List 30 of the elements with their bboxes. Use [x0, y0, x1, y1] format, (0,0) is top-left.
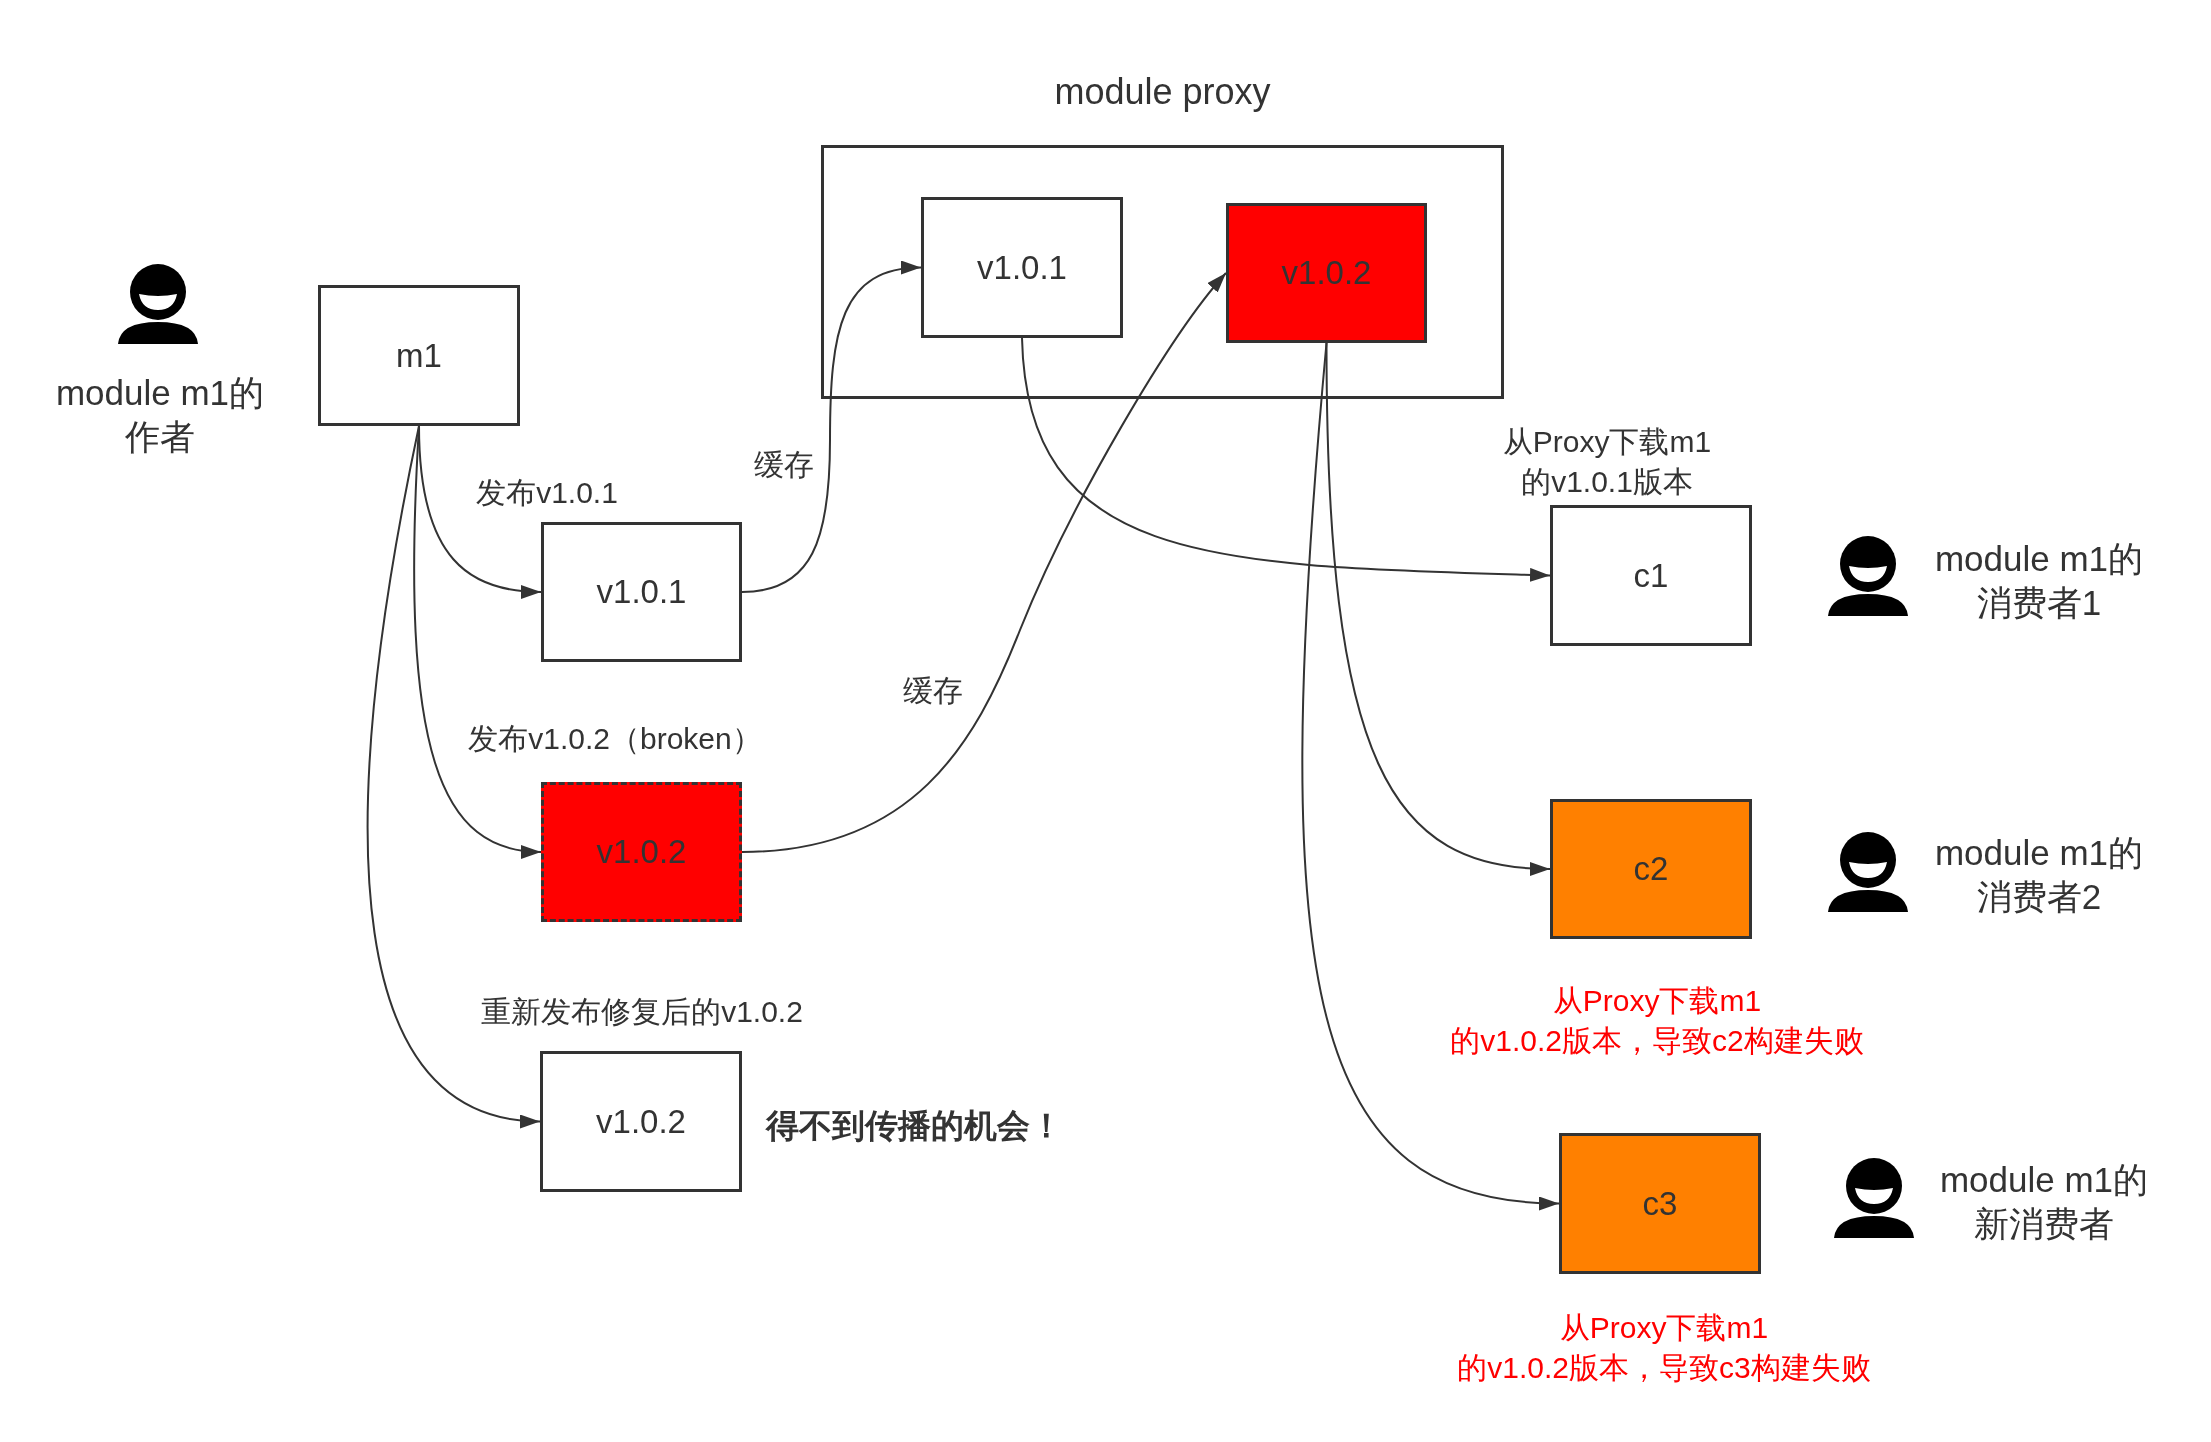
person-caption: module m1的消费者2	[1933, 832, 2145, 918]
consumer-label: c2	[1633, 849, 1669, 889]
callout-text: 得不到传播的机会！	[766, 1106, 1063, 1146]
arrow	[1301, 342, 1560, 1209]
arrow	[367, 425, 541, 1126]
version-label: v1.0.2	[596, 832, 687, 872]
version-label: v1.0.1	[596, 572, 687, 612]
arrow	[1325, 342, 1551, 875]
module-box	[318, 285, 520, 426]
consumer-label: c3	[1642, 1183, 1678, 1224]
version-label: v1.0.1	[977, 247, 1067, 288]
arrow	[413, 425, 542, 858]
warning-text: 从Proxy下载m1的v1.0.2版本，导致c2构建失败	[1449, 983, 1865, 1059]
warning-text: 从Proxy下载m1的v1.0.2版本，导致c3构建失败	[1456, 1310, 1872, 1386]
person-caption: module m1的新消费者	[1938, 1159, 2150, 1245]
version-box	[921, 197, 1123, 338]
person-caption: module m1的消费者1	[1933, 538, 2145, 624]
version-box	[541, 522, 742, 662]
version-label: v1.0.2	[596, 1101, 686, 1142]
version-box	[1226, 203, 1427, 343]
arrow	[741, 272, 1227, 853]
group-title: module proxy	[1054, 70, 1271, 114]
person-caption: module m1的作者	[54, 372, 266, 458]
version-box	[541, 782, 742, 922]
consumer-label: c1	[1633, 555, 1669, 596]
module-label: m1	[396, 335, 442, 376]
version-label: v1.0.2	[1281, 253, 1372, 293]
arrow	[741, 261, 922, 593]
arrow	[1021, 337, 1551, 582]
note-text: 从Proxy下载m1的v1.0.1版本	[1501, 424, 1713, 500]
